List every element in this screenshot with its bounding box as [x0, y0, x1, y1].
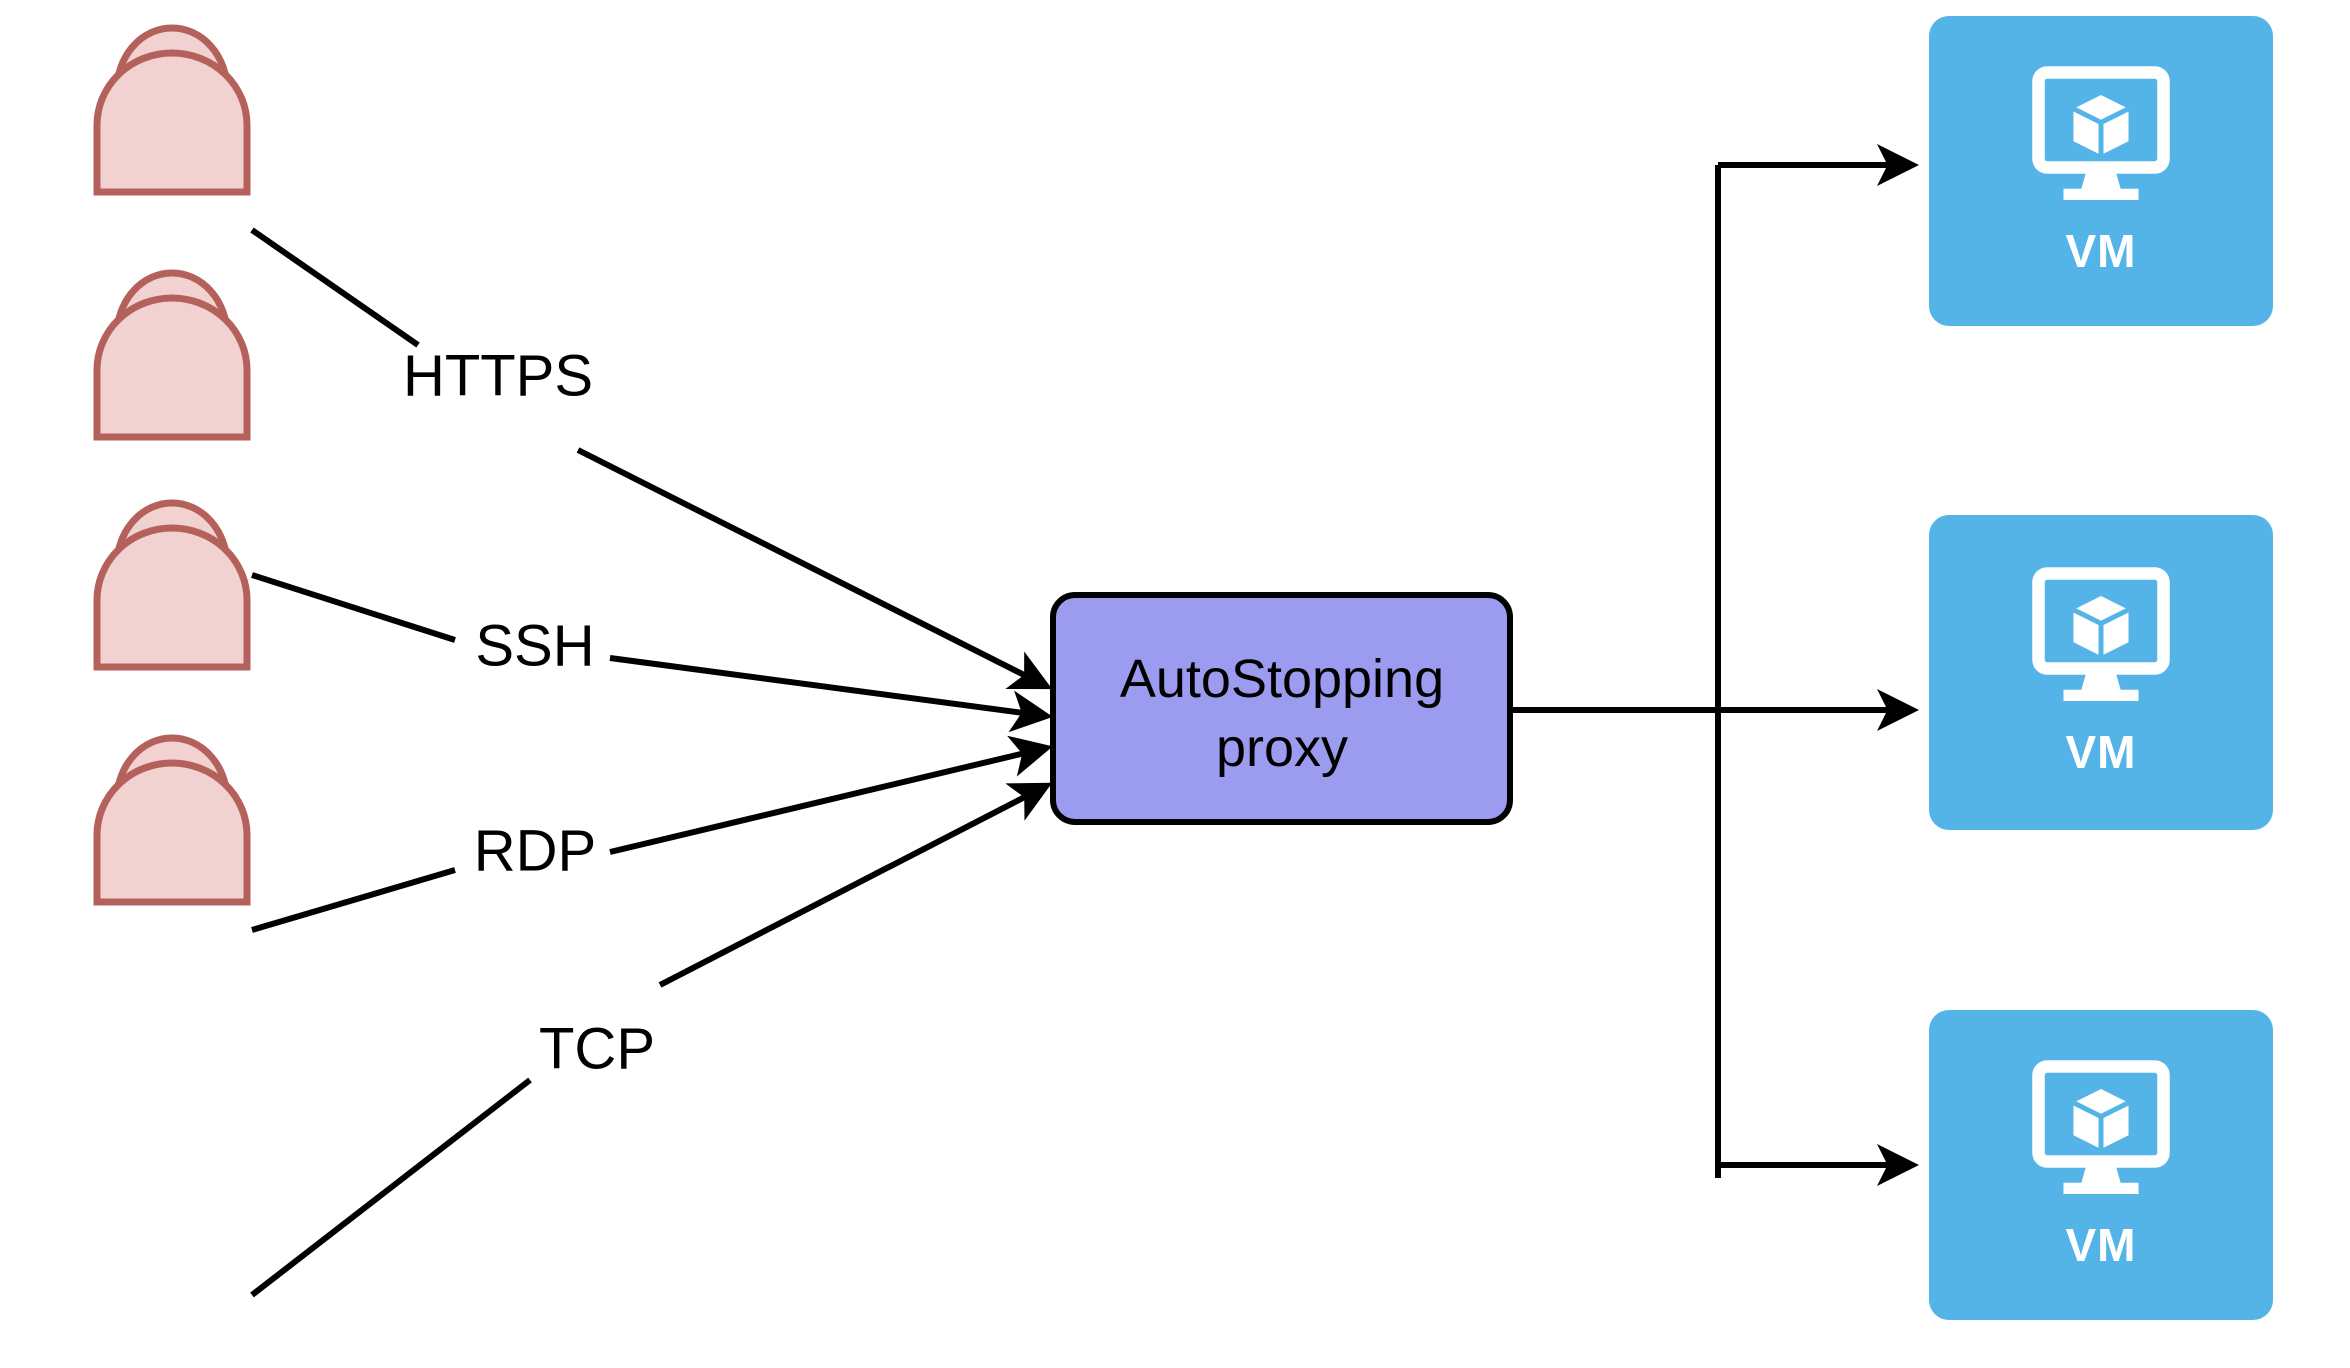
- edge-label-rdp: RDP: [474, 818, 596, 883]
- edge-ssh-segment-a: [251, 572, 456, 643]
- monitor-cube-icon: [2026, 1059, 2176, 1204]
- actor-user-2[interactable]: [93, 269, 251, 441]
- edge-tcp-segment-b: [658, 782, 1053, 988]
- edge-rdp-segment-a: [251, 867, 456, 933]
- actor-body-icon: [93, 294, 251, 441]
- edge-label-ssh: SSH: [475, 613, 594, 678]
- edge-label-https: HTTPS: [403, 343, 593, 408]
- edge-https-segment-a: [250, 227, 420, 348]
- actor-user-3[interactable]: [93, 499, 251, 671]
- autostopping-proxy-node[interactable]: AutoStopping proxy: [1050, 592, 1513, 825]
- vm-card-3[interactable]: VM: [1929, 1010, 2273, 1320]
- actor-body-icon: [93, 49, 251, 196]
- actor-user-4[interactable]: [93, 734, 251, 906]
- actor-body-icon: [93, 524, 251, 671]
- monitor-cube-icon: [2026, 65, 2176, 210]
- edge-https-segment-b: [576, 447, 1053, 690]
- actor-user-1[interactable]: [93, 24, 251, 196]
- actor-body-icon: [93, 759, 251, 906]
- edge-ssh-segment-b: [609, 655, 1053, 733]
- proxy-box: [1050, 592, 1513, 825]
- vm-card-label: VM: [2065, 726, 2137, 778]
- proxy-label-line2: proxy: [1216, 718, 1348, 778]
- vm-card-1[interactable]: VM: [1929, 16, 2273, 326]
- proxy-label-line1: AutoStopping: [1120, 649, 1444, 709]
- monitor-cube-icon: [2026, 566, 2176, 711]
- edge-rdp-segment-b: [609, 735, 1053, 855]
- edge-label-tcp: TCP: [539, 1016, 655, 1081]
- vm-card-label: VM: [2065, 224, 2137, 277]
- vm-card-2[interactable]: VM: [1929, 515, 2273, 830]
- vm-card-label: VM: [2065, 1218, 2137, 1271]
- edge-tcp-segment-a: [250, 1077, 532, 1298]
